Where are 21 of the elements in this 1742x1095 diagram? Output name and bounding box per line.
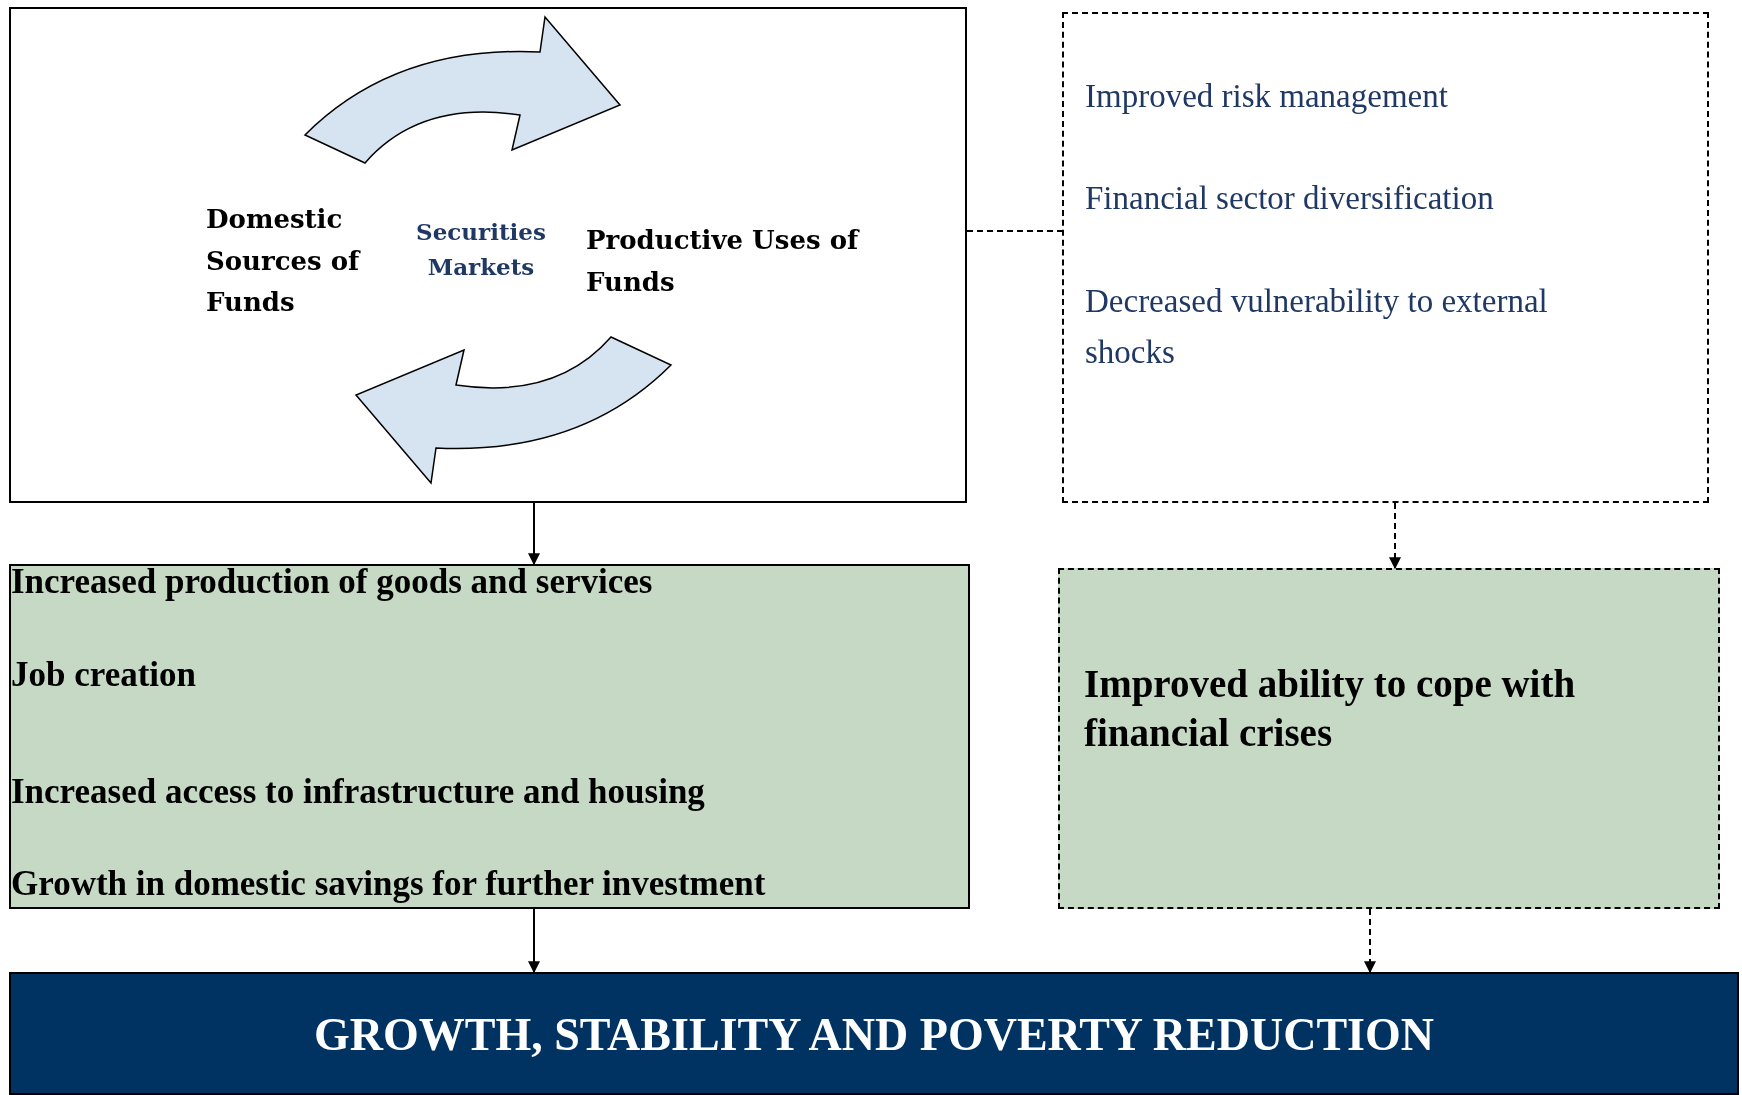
benefit-text: Decreased vulnerability to external shocks (1085, 282, 1549, 373)
outcome-text: Job creation (11, 654, 198, 696)
uses-label: Productive Uses of Funds (586, 224, 861, 299)
benefit-text: Improved risk management (1085, 77, 1449, 116)
goal-text: GROWTH, STABILITY AND POVERTY REDUCTION (313, 1008, 1435, 1062)
outcome-text: Increased access to infrastructure and housing (11, 771, 706, 813)
source-label: Domestic Sources of Funds (206, 203, 362, 320)
arrow (528, 502, 540, 566)
arrow (528, 908, 540, 974)
outcome-text: Increased production of goods and services (11, 561, 654, 603)
goal-banner (9, 972, 1739, 1095)
diagram-box (9, 7, 967, 503)
outcome-text: Improved ability to cope with financial crises (1084, 661, 1577, 756)
outcome-box (1058, 568, 1720, 909)
outcome-text: Growth in domestic savings for further investment (11, 863, 767, 905)
market-label: Securities Markets (415, 217, 547, 282)
arrow (1364, 908, 1376, 974)
benefit-text: Financial sector diversification (1085, 179, 1495, 218)
benefits-box (1062, 12, 1709, 503)
outcome-box (9, 564, 970, 909)
arrow (1389, 502, 1401, 570)
